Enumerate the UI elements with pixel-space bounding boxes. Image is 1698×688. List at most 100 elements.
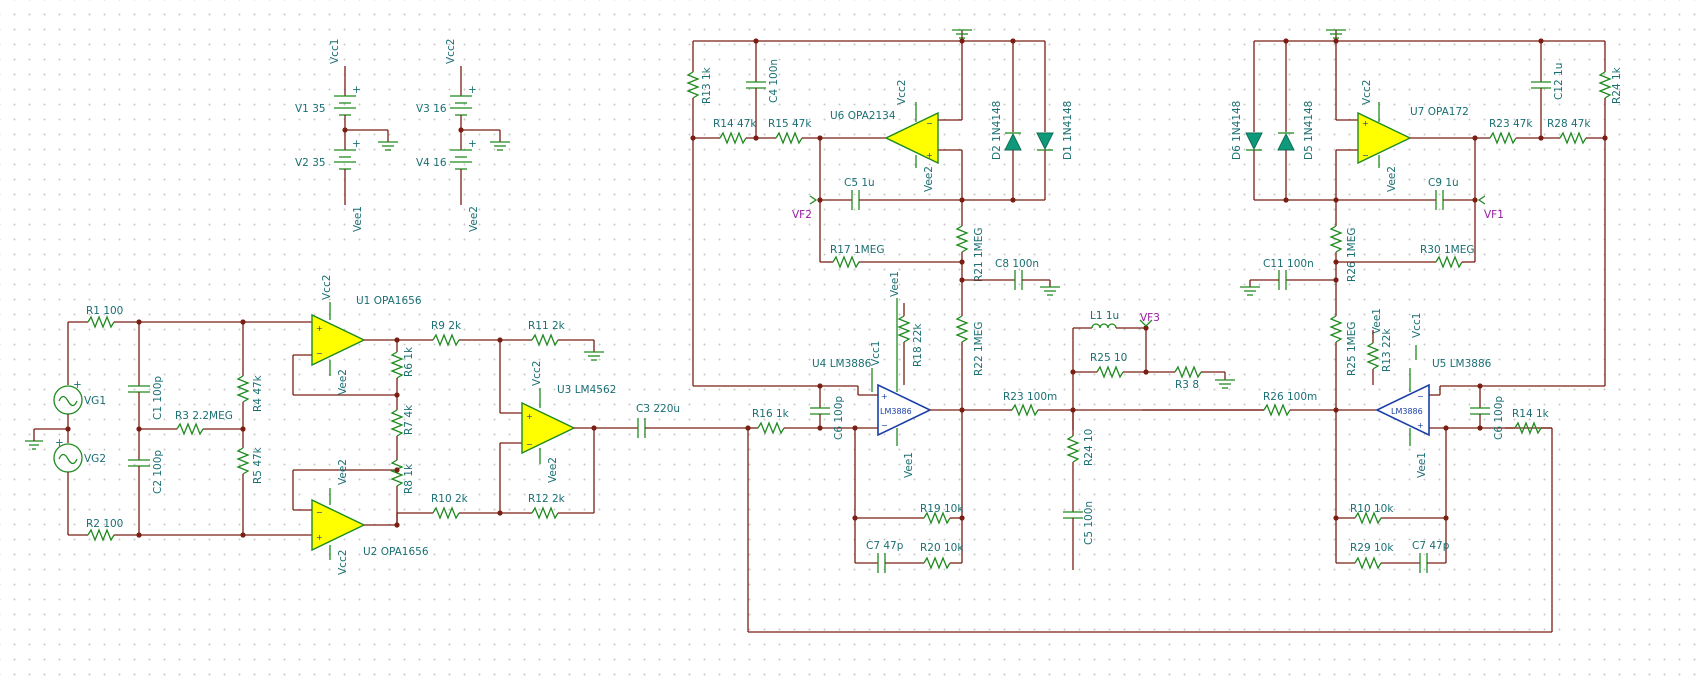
vcc2-net-label: Vcc2	[445, 39, 457, 64]
u5-label: U5 LM3886	[1432, 358, 1492, 370]
r17-label: R17 1MEG	[830, 244, 885, 256]
u5-vee-label: Vee1	[1416, 452, 1428, 478]
r10-label: R10 2k	[431, 493, 469, 505]
u6-opamp-icon	[884, 111, 939, 165]
d2-label: D2 1N4148	[991, 101, 1003, 160]
r23-center-label: R23 100m	[1003, 391, 1057, 403]
r13-right-label: R13 22k	[1381, 328, 1393, 372]
u1-vcc-label: Vcc2	[321, 275, 333, 300]
u7-label: U7 OPA172	[1410, 106, 1469, 118]
svg-text:+: +	[1417, 421, 1424, 430]
svg-text:+: +	[73, 379, 82, 391]
vf1-probe-label[interactable]: VF1	[1484, 209, 1504, 221]
svg-text:−: −	[926, 119, 933, 128]
r16-label: R16 1k	[752, 408, 790, 420]
c12-label: C12 1u	[1553, 63, 1565, 100]
d6-label: D6 1N4148	[1231, 101, 1243, 160]
svg-text:+: +	[1362, 119, 1369, 128]
u4-vee-label: Vee1	[903, 452, 915, 478]
r24-center-label: R24 10	[1083, 429, 1095, 466]
r2-label: R2 100	[86, 518, 123, 530]
r8-label: R8 1k	[403, 463, 415, 494]
r14-right-label: R14 1k	[1512, 408, 1550, 420]
r1-label: R1 100	[86, 305, 123, 317]
r6-label: R6 1k	[403, 346, 415, 377]
u1-vee-label: Vee2	[337, 369, 349, 395]
d1-diode-icon	[1036, 132, 1054, 151]
svg-text:+: +	[352, 84, 361, 96]
left-power-amp: R13 1k C4 100n R14 47k R15 47k − + U6 OP…	[686, 29, 1552, 633]
r21-label: R21 1MEG	[973, 227, 985, 282]
u5-vcc-label: Vcc1	[1411, 313, 1423, 338]
right-power-amp: D6 1N4148 D5 1N4148 + − U7 OPA172 Vcc2 V…	[1231, 29, 1623, 632]
r30-label: R30 1MEG	[1420, 244, 1475, 256]
r11-label: R11 2k	[528, 320, 566, 332]
svg-text:+: +	[926, 151, 933, 160]
u5-vee-top-label: Vee1	[1371, 308, 1383, 334]
svg-text:+: +	[316, 533, 323, 542]
svg-text:+: +	[352, 138, 361, 150]
r18-label: R18 22k	[912, 323, 924, 367]
u5-inner-label: LM3886	[1391, 407, 1423, 416]
r10-right-label: R10 10k	[1350, 503, 1394, 515]
svg-text:−: −	[881, 421, 888, 430]
u6-label: U6 OPA2134	[830, 110, 896, 122]
svg-text:+: +	[55, 437, 64, 449]
c2-label: C2 100p	[152, 450, 164, 494]
r3-label: R3 2.2MEG	[175, 410, 233, 422]
l1-label: L1 1u	[1090, 310, 1119, 322]
r3-load-label: R3 8	[1175, 379, 1199, 391]
c7-left-label: C7 47p	[866, 540, 904, 552]
r12-label: R12 2k	[528, 493, 566, 505]
r5-label: R5 47k	[252, 446, 264, 484]
v2-label: V2 35	[295, 157, 326, 169]
c9-label: C9 1u	[1428, 177, 1459, 189]
v4-label: V4 16	[416, 157, 447, 169]
vg1-label: VG1	[84, 395, 106, 407]
power-supply-v3-v4: + + V3 16 V4 16 Vcc2 Vee2	[416, 39, 510, 232]
u1-opamp-icon	[311, 313, 366, 367]
svg-text:+: +	[468, 138, 477, 150]
u6-vcc-label: Vcc2	[896, 80, 908, 105]
c7-right-label: C7 47p	[1412, 540, 1450, 552]
vf2-probe-label[interactable]: VF2	[792, 209, 812, 221]
r20-label: R20 10k	[920, 542, 964, 554]
svg-text:−: −	[1417, 392, 1424, 401]
vf3-probe-label[interactable]: VF3	[1140, 312, 1160, 324]
svg-text:+: +	[881, 392, 888, 401]
svg-text:−: −	[316, 349, 323, 358]
u4-vcc-label: Vcc1	[870, 341, 882, 366]
vcc1-net-label: Vcc1	[329, 39, 341, 64]
c11-label: C11 100n	[1263, 258, 1314, 270]
svg-text:+: +	[316, 324, 323, 333]
svg-text:−: −	[1362, 151, 1369, 160]
svg-text:−: −	[316, 508, 323, 517]
u7-opamp-icon	[1357, 111, 1412, 165]
d6-diode-icon	[1245, 132, 1263, 151]
r9-label: R9 2k	[431, 320, 462, 332]
vee1-net-label: Vee1	[352, 206, 364, 232]
vee2-net-label: Vee2	[468, 206, 480, 232]
u7-vee-label: Vee2	[1386, 166, 1398, 192]
r23-right-label: R23 47k	[1489, 118, 1533, 130]
r13-left-label: R13 1k	[701, 66, 713, 104]
v3-label: V3 16	[416, 103, 447, 115]
svg-text:+: +	[468, 84, 477, 96]
r19-label: R19 10k	[920, 503, 964, 515]
u3-vee-label: Vee2	[547, 457, 559, 483]
u1-label: U1 OPA1656	[356, 295, 422, 307]
r26-center-label: R26 100m	[1263, 391, 1317, 403]
d5-label: D5 1N4148	[1303, 101, 1315, 160]
r4-label: R4 47k	[252, 374, 264, 412]
r24-right-label: R24 1k	[1611, 66, 1623, 104]
r14-left-label: R14 47k	[713, 118, 757, 130]
c5-center-label: C5 100n	[1083, 501, 1095, 545]
u7-vcc-label: Vcc2	[1361, 80, 1373, 105]
svg-text:−: −	[526, 440, 533, 449]
u2-label: U2 OPA1656	[363, 546, 429, 558]
vg2-label: VG2	[84, 453, 106, 465]
c4-label: C4 100n	[768, 59, 780, 103]
u3-opamp-icon	[521, 401, 576, 455]
